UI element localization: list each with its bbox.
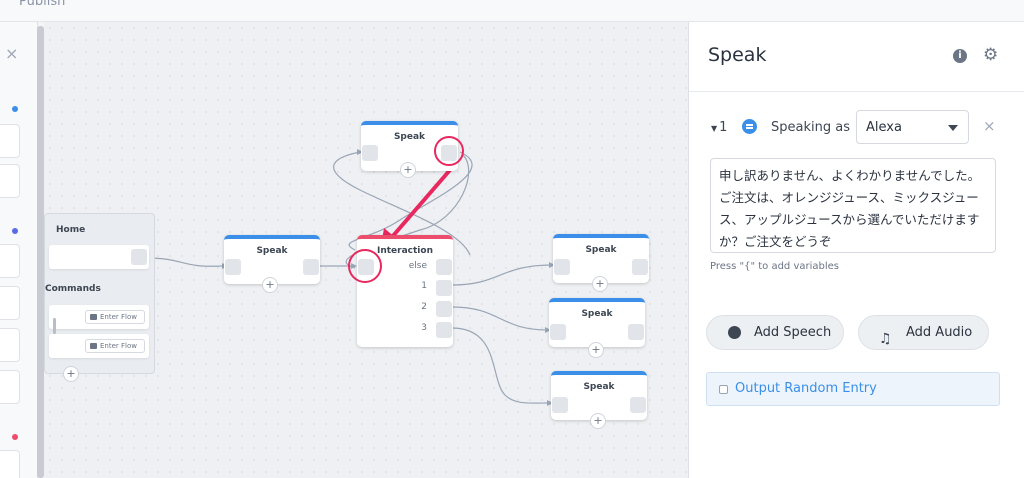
input-port[interactable] bbox=[550, 324, 566, 340]
top-bar: Publish bbox=[0, 0, 1024, 22]
input-port[interactable] bbox=[225, 259, 241, 275]
home-label: Home bbox=[56, 225, 86, 235]
voice-select[interactable]: Alexa bbox=[856, 110, 969, 144]
panel-divider bbox=[689, 91, 1024, 92]
output-port[interactable] bbox=[131, 249, 147, 265]
node-title: Interaction bbox=[377, 246, 433, 256]
input-port[interactable] bbox=[552, 397, 568, 413]
sidebar-card[interactable] bbox=[0, 328, 20, 362]
node-title: Speak bbox=[256, 246, 288, 256]
output-port[interactable] bbox=[303, 259, 319, 275]
add-step-button[interactable]: + bbox=[590, 413, 606, 429]
random-checkbox[interactable] bbox=[719, 385, 728, 394]
sidebar-card[interactable] bbox=[0, 286, 20, 320]
sidebar-card[interactable] bbox=[0, 164, 20, 198]
input-port[interactable] bbox=[554, 259, 570, 275]
add-command-button[interactable]: + bbox=[63, 366, 79, 382]
choice-label-3: 3 bbox=[421, 323, 427, 333]
speech-bubble-icon bbox=[742, 119, 757, 134]
output-port-3[interactable] bbox=[436, 322, 452, 338]
flow-icon bbox=[90, 314, 97, 320]
speak-node-right-1[interactable]: Speak bbox=[553, 234, 649, 283]
left-sidebar: × bbox=[0, 22, 38, 478]
speak-node-right-2[interactable]: Speak bbox=[549, 298, 645, 347]
add-audio-label: Add Audio bbox=[906, 325, 973, 340]
add-step-button[interactable]: + bbox=[592, 276, 608, 292]
node-title: Speak bbox=[393, 132, 426, 142]
gear-icon[interactable]: ⚙ bbox=[983, 45, 999, 65]
properties-panel: Speak i ⚙ ▼1 Speaking as Alexa × 申し訳ありませ… bbox=[688, 22, 1024, 478]
choice-label-else: else bbox=[408, 261, 427, 271]
music-note-icon: ♫ bbox=[879, 331, 892, 347]
add-step-button[interactable]: + bbox=[588, 342, 604, 358]
input-port[interactable] bbox=[362, 145, 378, 161]
home-row[interactable] bbox=[49, 245, 149, 269]
sidebar-card[interactable] bbox=[0, 244, 20, 278]
random-label: Output Random Entry bbox=[735, 381, 877, 396]
add-step-button[interactable]: + bbox=[262, 277, 278, 293]
output-port-2[interactable] bbox=[436, 301, 452, 317]
node-title: Speak bbox=[581, 309, 613, 319]
enter-flow-button[interactable]: Enter Flow bbox=[85, 339, 145, 353]
publish-button[interactable]: Publish bbox=[19, 0, 66, 9]
variables-hint: Press "{" to add variables bbox=[710, 261, 840, 272]
speech-textarea[interactable]: 申し訳ありません、よくわかりませんでした。ご注文は、オレンジジュース、ミックスジ… bbox=[710, 158, 996, 253]
speak-node-left[interactable]: Speak bbox=[224, 235, 320, 284]
status-dot-pink bbox=[12, 434, 18, 440]
close-icon[interactable]: × bbox=[5, 44, 19, 63]
node-title: Speak bbox=[585, 245, 617, 255]
add-speech-label: Add Speech bbox=[754, 325, 832, 340]
status-dot-indigo bbox=[12, 228, 18, 234]
speak-node-right-3[interactable]: Speak bbox=[551, 371, 647, 420]
close-icon[interactable]: × bbox=[983, 117, 996, 135]
output-port[interactable] bbox=[632, 259, 648, 275]
output-port-1[interactable] bbox=[436, 280, 452, 296]
caret-down-icon: ▼ bbox=[711, 124, 718, 133]
speech-bubble-icon bbox=[728, 326, 741, 339]
output-port[interactable] bbox=[628, 324, 644, 340]
status-dot-blue bbox=[12, 106, 18, 112]
speaking-as-label: Speaking as bbox=[771, 120, 850, 135]
choice-label-2: 2 bbox=[421, 302, 427, 312]
enter-flow-button[interactable]: Enter Flow bbox=[85, 310, 145, 324]
voice-select-value: Alexa bbox=[866, 120, 902, 135]
info-icon[interactable]: i bbox=[953, 49, 967, 63]
panel-title: Speak bbox=[708, 44, 767, 66]
add-audio-button[interactable]: ♫ Add Audio bbox=[858, 315, 989, 350]
commands-label: Commands bbox=[45, 284, 101, 294]
choice-label-1: 1 bbox=[421, 281, 427, 291]
sidebar-card[interactable] bbox=[0, 450, 20, 478]
entry-toggle[interactable]: ▼1 bbox=[711, 120, 728, 135]
chevron-down-icon bbox=[948, 125, 958, 131]
flow-icon bbox=[90, 343, 97, 349]
node-title: Speak bbox=[583, 382, 615, 392]
highlight-circle bbox=[348, 249, 382, 283]
home-block[interactable]: Home Commands Enter Flow Enter Flow + bbox=[44, 213, 155, 382]
drag-handle[interactable] bbox=[53, 318, 56, 334]
interaction-node[interactable]: Interaction else 1 2 3 bbox=[357, 235, 453, 347]
command-row[interactable]: Enter Flow bbox=[49, 305, 149, 329]
output-random-entry[interactable]: Output Random Entry bbox=[706, 372, 1000, 406]
output-port-else[interactable] bbox=[436, 259, 452, 275]
sidebar-card[interactable] bbox=[0, 370, 20, 404]
add-speech-button[interactable]: Add Speech bbox=[706, 315, 844, 350]
sidebar-scrollbar[interactable] bbox=[37, 26, 44, 478]
highlight-circle bbox=[434, 136, 464, 166]
command-row[interactable]: Enter Flow bbox=[49, 334, 149, 358]
sidebar-card[interactable] bbox=[0, 124, 20, 158]
add-step-button[interactable]: + bbox=[400, 162, 416, 178]
output-port[interactable] bbox=[630, 397, 646, 413]
